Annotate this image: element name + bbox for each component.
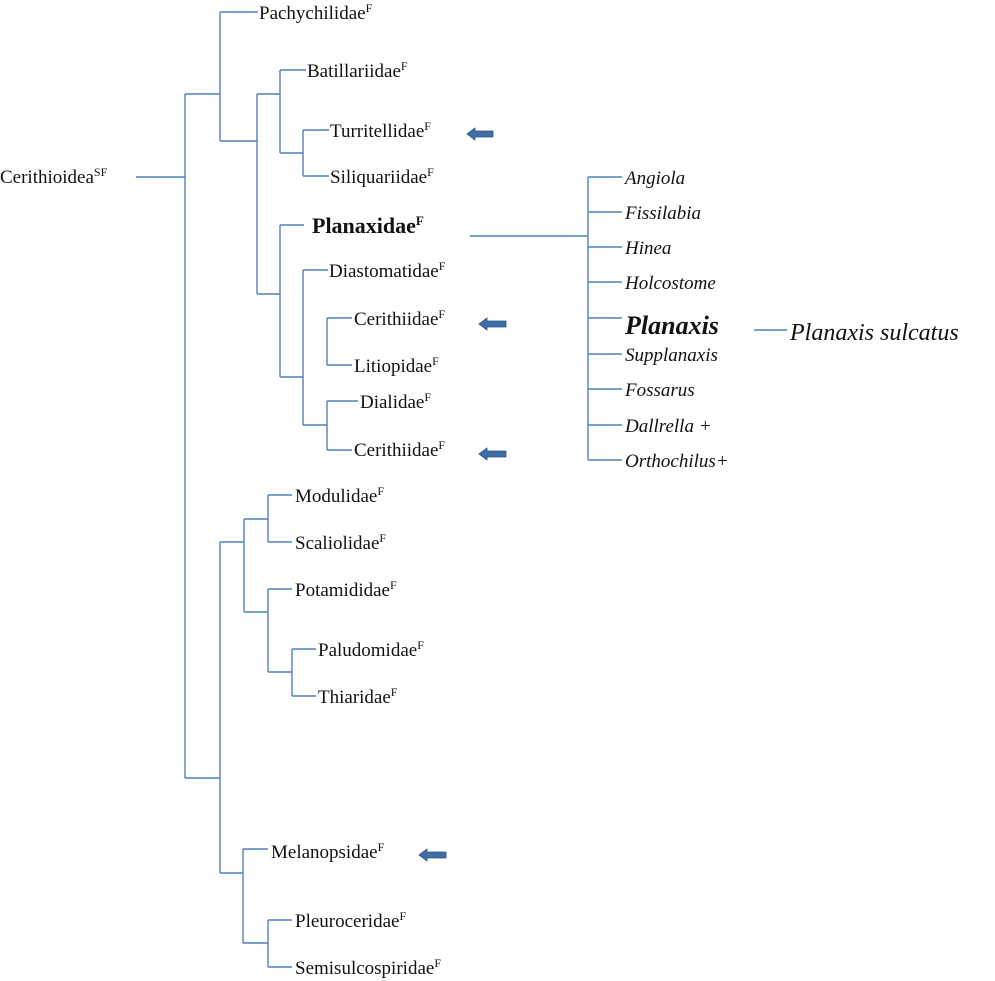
taxon-potamididae: PotamididaeF [295, 578, 397, 601]
left-arrow-icon [418, 848, 447, 862]
species-planaxis-sulcatus: Planaxis sulcatus [789, 320, 959, 346]
taxon-planaxidae: PlanaxidaeF [312, 213, 424, 238]
taxon-paludomidae: PaludomidaeF [318, 638, 424, 661]
root-label: CerithioideaSF [0, 165, 108, 188]
taxon-scaliolidae: ScaliolidaeF [295, 531, 386, 554]
taxon-semisulcospiridae: SemisulcospiridaeF [295, 956, 441, 979]
genus-supplanaxis: Supplanaxis [625, 345, 718, 366]
genus-orthochilus: Orthochilus+ [625, 451, 729, 472]
taxon-litiopidae: LitiopidaeF [354, 354, 439, 377]
genus-angiola: Angiola [623, 168, 685, 189]
taxon-thiaridae: ThiaridaeF [318, 685, 398, 708]
taxon-melanopsidae: MelanopsidaeF [271, 840, 385, 863]
tree-branches [136, 11, 787, 968]
left-arrow-icon [466, 127, 494, 141]
left-arrow-icon [478, 447, 507, 461]
genus-hinea: Hinea [624, 238, 671, 259]
taxon-pachychilidae: PachychilidaeF [259, 1, 373, 24]
taxon-siliquariidae: SiliquariidaeF [330, 165, 434, 188]
taxon-batillariidae: BatillariidaeF [307, 59, 408, 82]
genus-fissilabia: Fissilabia [624, 203, 701, 224]
taxon-cerithiidae-1: CerithiidaeF [354, 307, 445, 330]
taxon-pleuroceridae: PleuroceridaeF [295, 909, 406, 932]
taxon-dialidae: DialidaeF [360, 390, 431, 413]
genus-planaxis: Planaxis [624, 311, 719, 340]
taxon-diastomatidae: DiastomatidaeF [329, 259, 446, 282]
left-arrow-icon [478, 317, 507, 331]
taxon-turritellidae: TurritellidaeF [330, 119, 431, 142]
genus-fossarus: Fossarus [624, 380, 695, 401]
genus-holcostome: Holcostome [624, 273, 716, 294]
genus-dallrella: Dallrella + [624, 416, 712, 437]
taxon-modulidae: ModulidaeF [295, 484, 384, 507]
taxon-cerithiidae-2: CerithiidaeF [354, 438, 445, 461]
